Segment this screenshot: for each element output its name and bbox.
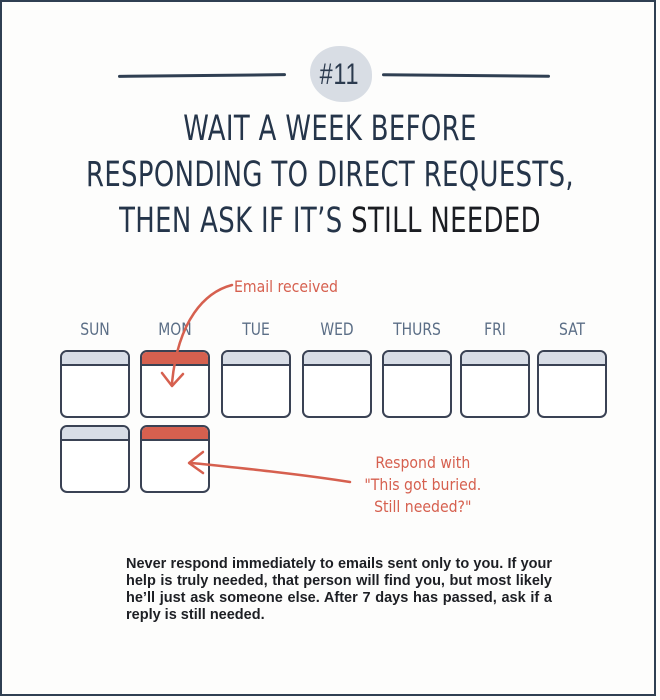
email-received-label: Email received: [234, 277, 338, 296]
title-line-3: THEN ASK IF IT’S STILL NEEDED: [86, 198, 574, 244]
header: #11: [0, 44, 660, 104]
calendar-cell-week1-sat: [537, 350, 607, 418]
day-label-thurs: THURS: [393, 320, 441, 340]
header-rule-right: [381, 73, 551, 78]
calendar-cell-cap: [62, 427, 128, 441]
respond-note: Respond with "This got buried. Still nee…: [348, 452, 498, 518]
calendar-cell-cap: [142, 427, 208, 441]
title-line-1: WAIT A WEEK BEFORE: [183, 109, 477, 149]
header-rule-left: [117, 73, 287, 78]
calendar-cell-cap: [62, 352, 128, 366]
respond-note-line-3: Still needed?": [374, 497, 472, 516]
calendar-cell-week1-fri: [460, 350, 530, 418]
respond-note-line-2: "This got buried.: [364, 475, 482, 494]
calendar-cell-cap: [462, 352, 528, 366]
title-line-3-start: THEN ASK IF IT’S: [119, 201, 352, 241]
day-label-fri: FRI: [484, 320, 506, 340]
respond-note-line-1: Respond with: [375, 453, 471, 472]
tip-number-badge: #11: [296, 44, 382, 106]
calendar-cell-week1-tue: [221, 350, 291, 418]
calendar-cell-cap: [304, 352, 370, 366]
title-emphasis: STILL NEEDED: [351, 201, 541, 241]
page-title: WAIT A WEEK BEFORE RESPONDING TO DIRECT …: [0, 106, 660, 244]
calendar-cell-cap: [539, 352, 605, 366]
day-label-mon: MON: [158, 320, 192, 340]
calendar-cell-cap: [142, 352, 208, 366]
body-paragraph: Never respond immediately to emails sent…: [126, 556, 552, 623]
day-label-wed: WED: [320, 320, 354, 340]
calendar-cell-week1-mon: [140, 350, 210, 418]
title-line-2: RESPONDING TO DIRECT REQUESTS,: [85, 155, 575, 195]
day-label-sun: SUN: [80, 320, 110, 340]
calendar-cell-cap: [223, 352, 289, 366]
day-label-tue: TUE: [242, 320, 270, 340]
calendar-cell-week1-wed: [302, 350, 372, 418]
calendar-cell-week1-thurs: [382, 350, 452, 418]
badge-blob: [310, 46, 372, 102]
calendar-cell-week2-sun: [60, 425, 130, 493]
day-label-sat: SAT: [558, 320, 586, 340]
calendar-cell-cap: [384, 352, 450, 366]
calendar-cell-week2-mon: [140, 425, 210, 493]
calendar-cell-week1-sun: [60, 350, 130, 418]
tip-number: #11: [319, 58, 359, 91]
